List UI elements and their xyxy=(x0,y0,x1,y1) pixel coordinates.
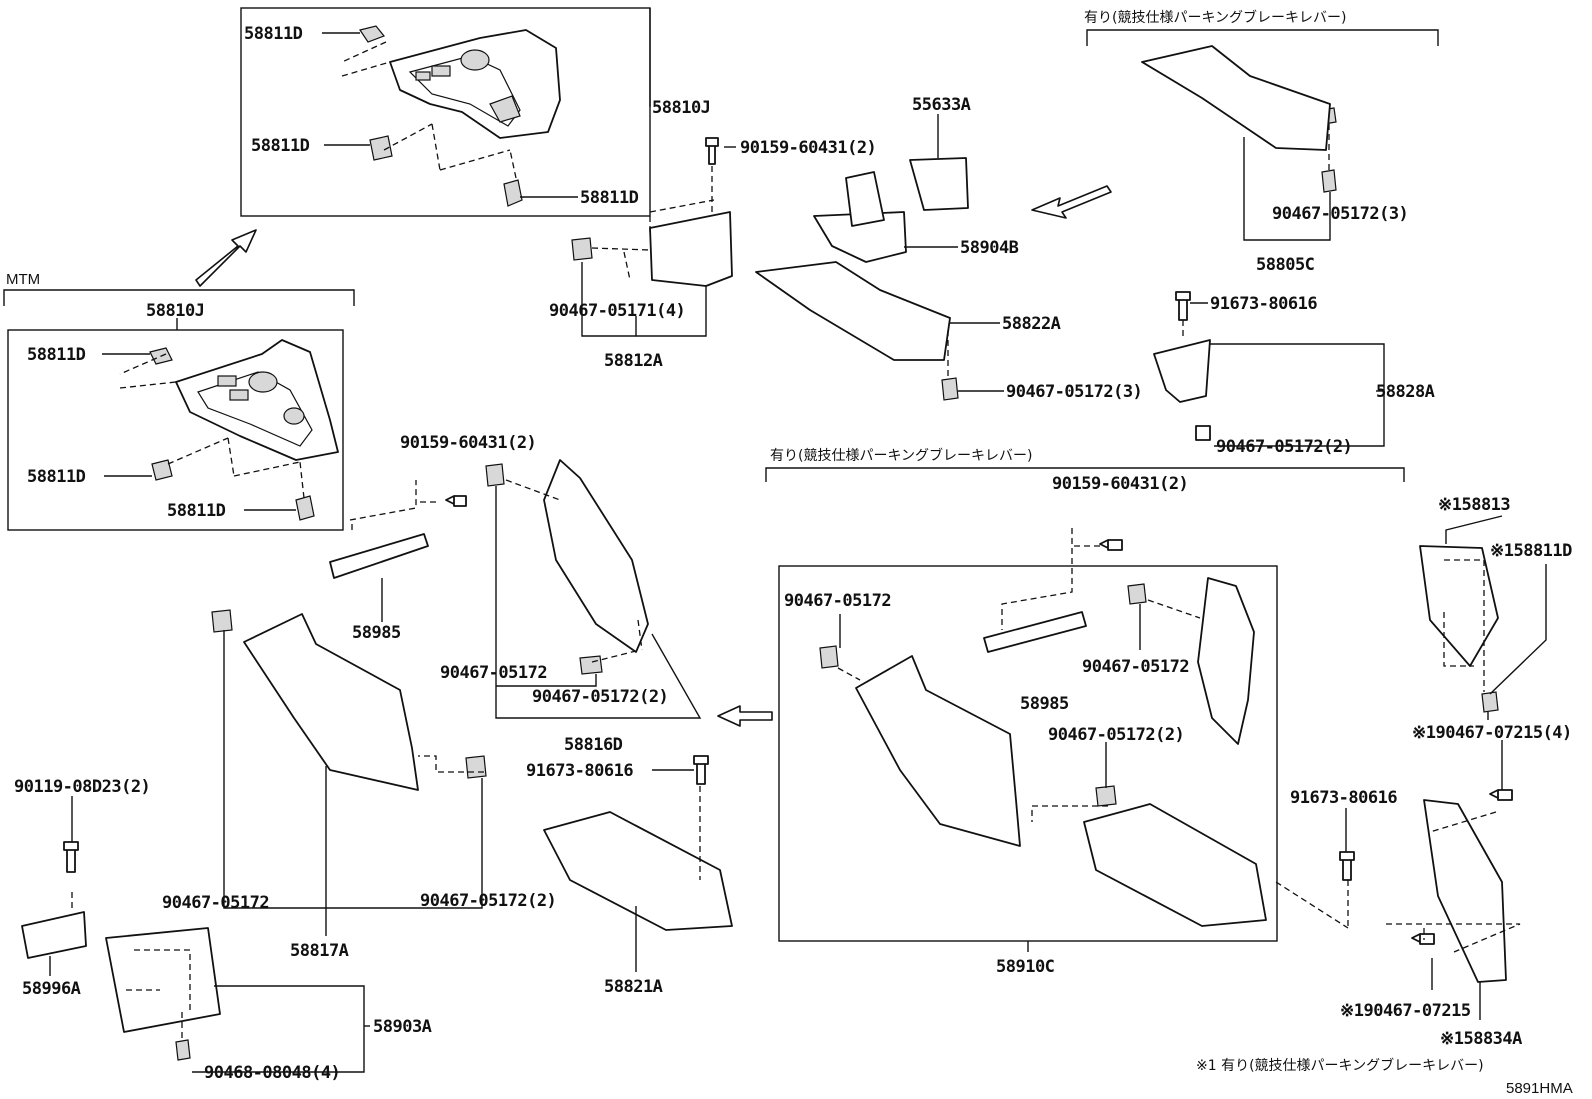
arrow-left-icon xyxy=(717,705,773,727)
side-panel-58816d-drawing xyxy=(543,459,649,653)
part-label[interactable]: 91673-80616 xyxy=(1290,788,1398,808)
part-label[interactable]: 90467-05172(2) xyxy=(532,687,669,707)
part-label[interactable]: 90159-60431(2) xyxy=(740,138,877,158)
part-label[interactable]: 58812A xyxy=(604,351,663,371)
footnote: ※1 有り(競技仕様パーキングブレーキレバー) xyxy=(1196,1057,1484,1074)
rail-58985-inner-drawing xyxy=(983,611,1087,653)
part-label[interactable]: 58810J xyxy=(652,98,711,118)
part-label[interactable]: 58811D xyxy=(244,24,303,44)
part-label[interactable]: 90467-05172 xyxy=(1082,657,1190,677)
part-label[interactable]: 90467-05172 xyxy=(440,663,548,683)
box-58903a-drawing xyxy=(105,927,221,1033)
part-label[interactable]: 90467-05172(2) xyxy=(420,891,557,911)
tray-58822a-drawing xyxy=(755,261,951,361)
option-note-middle: 有り(競技仕様パーキングブレーキレバー) xyxy=(770,447,1033,464)
bracket-58812a-drawing xyxy=(649,211,733,287)
part-label[interactable]: 58821A xyxy=(604,977,663,997)
part-label[interactable]: 91673-80616 xyxy=(526,761,634,781)
part-label[interactable]: ※190467-07215 xyxy=(1340,1001,1471,1021)
mtm-caption: MTM xyxy=(6,271,40,288)
part-label[interactable]: 58811D xyxy=(167,501,226,521)
leader-lines xyxy=(49,8,1547,1073)
part-label[interactable]: 58811D xyxy=(580,188,639,208)
lower-panel-inner-drawing xyxy=(855,655,1021,847)
box-inner-drawing xyxy=(1083,803,1267,927)
part-label[interactable]: 58828A xyxy=(1376,382,1435,402)
clip-drawings xyxy=(149,25,1499,1061)
part-label[interactable]: 90467-05172(3) xyxy=(1272,204,1409,224)
group-box-58810j-mtm xyxy=(7,329,344,531)
part-label[interactable]: 58904B xyxy=(960,238,1019,258)
part-label[interactable]: 90467-05171(4) xyxy=(549,301,686,321)
part-label[interactable]: ※190467-07215(4) xyxy=(1412,723,1572,743)
diagram-code: 5891HMA xyxy=(1506,1080,1573,1097)
part-label[interactable]: 90159-60431(2) xyxy=(400,433,537,453)
part-label[interactable]: 58817A xyxy=(290,941,349,961)
part-label[interactable]: 58811D xyxy=(251,136,310,156)
bracket-58828a-drawing xyxy=(1153,339,1211,403)
part-labels: 58811D 58811D 58811D 58810J 90159-60431(… xyxy=(14,24,1573,1083)
lower-panel-58817a-drawing xyxy=(243,613,419,791)
bracket-58996a-drawing xyxy=(21,911,87,959)
part-label[interactable]: 58822A xyxy=(1002,314,1061,334)
panel-58813-drawing xyxy=(1419,545,1499,667)
part-label[interactable]: 90119-08D23(2) xyxy=(14,777,151,797)
part-label[interactable]: 90468-08048(4) xyxy=(204,1063,341,1083)
part-label[interactable]: 58810J xyxy=(146,301,205,321)
rail-58985-drawing xyxy=(329,533,429,579)
part-label[interactable]: 90467-05172 xyxy=(162,893,270,913)
shift-panel-top-drawing xyxy=(389,29,561,139)
part-label[interactable]: ※158813 xyxy=(1438,495,1511,515)
part-label[interactable]: 58985 xyxy=(352,623,401,643)
boot-58904b-drawing xyxy=(813,171,907,263)
side-panel-inner-drawing xyxy=(1197,577,1255,745)
part-label[interactable]: 91673-80616 xyxy=(1210,294,1318,314)
part-label[interactable]: ※158834A xyxy=(1440,1029,1523,1049)
bracket-top-right xyxy=(1086,29,1439,46)
part-label[interactable]: 58985 xyxy=(1020,694,1069,714)
bracket-58910c xyxy=(765,467,1405,482)
shift-panel-mtm-drawing xyxy=(175,339,339,461)
part-label[interactable]: 55633A xyxy=(912,95,971,115)
arrow-up-right-icon xyxy=(195,229,257,287)
holder-55633a-drawing xyxy=(909,157,969,211)
option-note-top: 有り(競技仕様パーキングブレーキレバー) xyxy=(1084,9,1347,26)
part-label[interactable]: 90159-60431(2) xyxy=(1052,474,1189,494)
part-label[interactable]: ※158811D xyxy=(1490,541,1573,561)
part-label[interactable]: 58910C xyxy=(996,957,1055,977)
part-label[interactable]: 90467-05172 xyxy=(784,591,892,611)
part-label[interactable]: 90467-05172(2) xyxy=(1216,437,1353,457)
part-label[interactable]: 58903A xyxy=(373,1017,432,1037)
part-label[interactable]: 58811D xyxy=(27,467,86,487)
part-label[interactable]: 58816D xyxy=(564,735,623,755)
part-label[interactable]: 58805C xyxy=(1256,255,1315,275)
bracket-mtm xyxy=(3,289,355,306)
bolt-drawings xyxy=(63,137,1513,945)
panel-58834a-drawing xyxy=(1423,799,1507,983)
dashed-guides xyxy=(71,41,1521,1040)
box-58821a-drawing xyxy=(543,811,733,931)
part-label[interactable]: 58811D xyxy=(27,345,86,365)
part-label[interactable]: 90467-05172(3) xyxy=(1006,382,1143,402)
part-label[interactable]: 90467-05172(2) xyxy=(1048,725,1185,745)
group-box-58810j-top xyxy=(240,7,651,217)
arrow-left-icon xyxy=(1031,185,1112,219)
tray-58805c-drawing xyxy=(1141,45,1331,151)
part-label[interactable]: 58996A xyxy=(22,979,81,999)
